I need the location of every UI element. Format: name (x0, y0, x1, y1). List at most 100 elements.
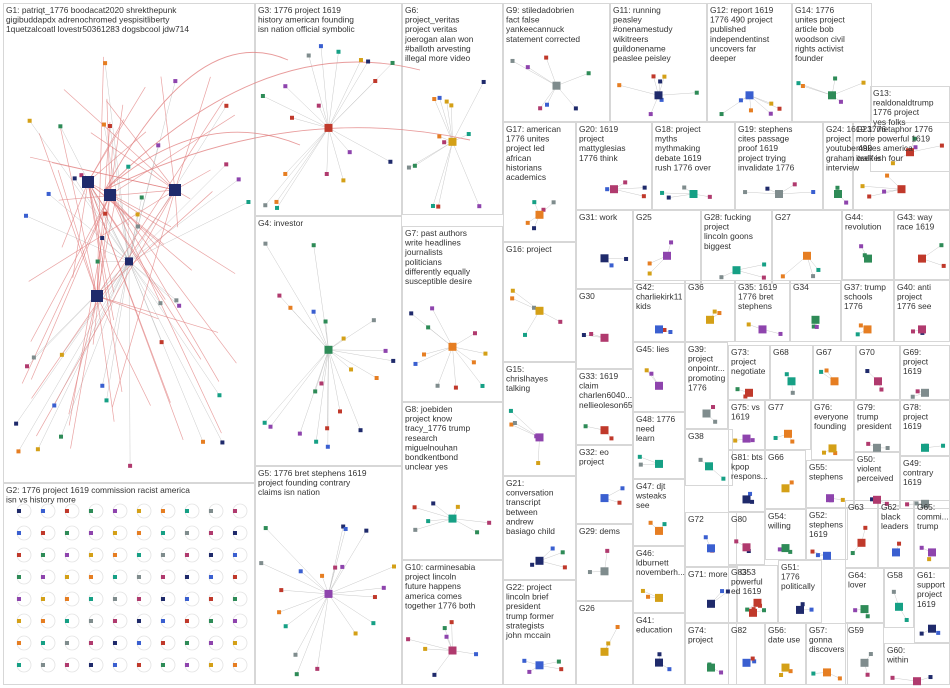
g1-hub-node (169, 184, 181, 196)
hub-node-g39 (702, 409, 711, 418)
hub-node-g47 (655, 526, 663, 535)
hub-node-g70 (874, 377, 882, 386)
group-label-g56: G56:date use (768, 625, 800, 645)
hub-node-g23 (897, 185, 906, 194)
group-label-g71: G71: more (688, 569, 728, 579)
group-panel-g28 (701, 210, 772, 284)
group-panel-g42 (633, 280, 685, 342)
hub-node-g16 (535, 306, 544, 315)
group-panel-g68 (770, 345, 813, 400)
group-label-g66: G66 (768, 452, 784, 462)
hub-node-g37 (863, 325, 872, 334)
g1-hub-node (104, 189, 116, 201)
group-label-g72: G72 (688, 514, 704, 524)
hub-node-g77 (784, 429, 792, 438)
group-panel-g77 (765, 400, 811, 450)
group-label-g38: G38 (688, 431, 704, 441)
hub-node-g44 (864, 254, 872, 263)
group-panel-g16 (503, 242, 576, 362)
hub-node-g10 (448, 646, 457, 655)
group-panel-g38 (685, 429, 733, 486)
group-panel-g81 (728, 450, 765, 512)
hub-node-g8 (448, 514, 457, 523)
group-label-g26: G26 (579, 603, 595, 613)
group-panel-g17 (503, 122, 576, 242)
group-panel-g1 (3, 3, 255, 483)
node-layer (14, 44, 946, 686)
g1-hub-node (91, 290, 103, 302)
group-label-g45: G45: lies (636, 344, 669, 354)
hub-node-g24 (834, 190, 842, 198)
group-label-g1: G1: patriqt_1776 boodacat2020 shrekthepu… (6, 5, 189, 34)
group-panel-g15 (503, 362, 576, 476)
group-panel-g76 (811, 400, 854, 460)
hub-node-g40 (918, 325, 926, 334)
group-panel-g44 (842, 210, 894, 280)
hub-node-g17 (535, 210, 544, 219)
hub-node-g38 (705, 462, 713, 471)
group-panel-g54 (765, 509, 806, 560)
hub-node-g74 (707, 663, 715, 672)
hub-node-g61 (928, 624, 936, 633)
hub-node-g35 (758, 325, 767, 334)
hub-node-g11 (654, 91, 663, 100)
group-label-g80: G80 (731, 514, 747, 524)
group-panel-g62 (878, 500, 914, 568)
hub-node-g49 (921, 499, 929, 508)
hub-node-g18 (689, 190, 698, 198)
group-panel-g21 (503, 476, 576, 580)
group-label-g4: G4: investor (258, 218, 303, 228)
group-label-g74: G74:project (688, 625, 714, 645)
hub-node-g14 (828, 91, 836, 100)
group-panel-g24 (823, 122, 853, 210)
group-panel-g11 (610, 3, 707, 122)
hub-node-g56 (781, 663, 790, 672)
hub-node-g21 (535, 556, 544, 565)
group-panel-g25 (633, 210, 701, 284)
group-panel-g73 (728, 345, 770, 400)
group-panel-g46 (633, 546, 685, 613)
group-panel-g70 (856, 345, 900, 400)
hub-node-g48 (655, 459, 663, 468)
group-panel-g58 (884, 568, 914, 628)
group-label-g64: G64:lover (848, 570, 866, 590)
group-label-g34: G34 (793, 282, 809, 292)
hub-node-g26 (600, 647, 609, 656)
group-label-g31: G31: work (579, 212, 618, 222)
hub-node-g43 (918, 254, 926, 263)
hub-node-g57 (823, 668, 831, 677)
group-panel-g63 (845, 500, 878, 568)
group-panel-g71 (685, 567, 737, 623)
hub-node-g31 (600, 254, 609, 263)
group-panel-g67 (813, 345, 856, 400)
hub-node-g13 (906, 148, 914, 157)
hub-node-g6 (448, 137, 457, 146)
group-panel-g9 (503, 3, 610, 122)
hub-node-g66 (781, 484, 790, 493)
hub-node-g58 (895, 602, 903, 611)
group-label-g60: G60:within (886, 645, 909, 665)
hub-node-g9 (552, 81, 561, 90)
hub-node-g72 (707, 544, 715, 553)
group-panel-g2 (3, 483, 255, 685)
hub-node-g69 (921, 388, 929, 397)
hub-node-g27 (803, 251, 811, 260)
